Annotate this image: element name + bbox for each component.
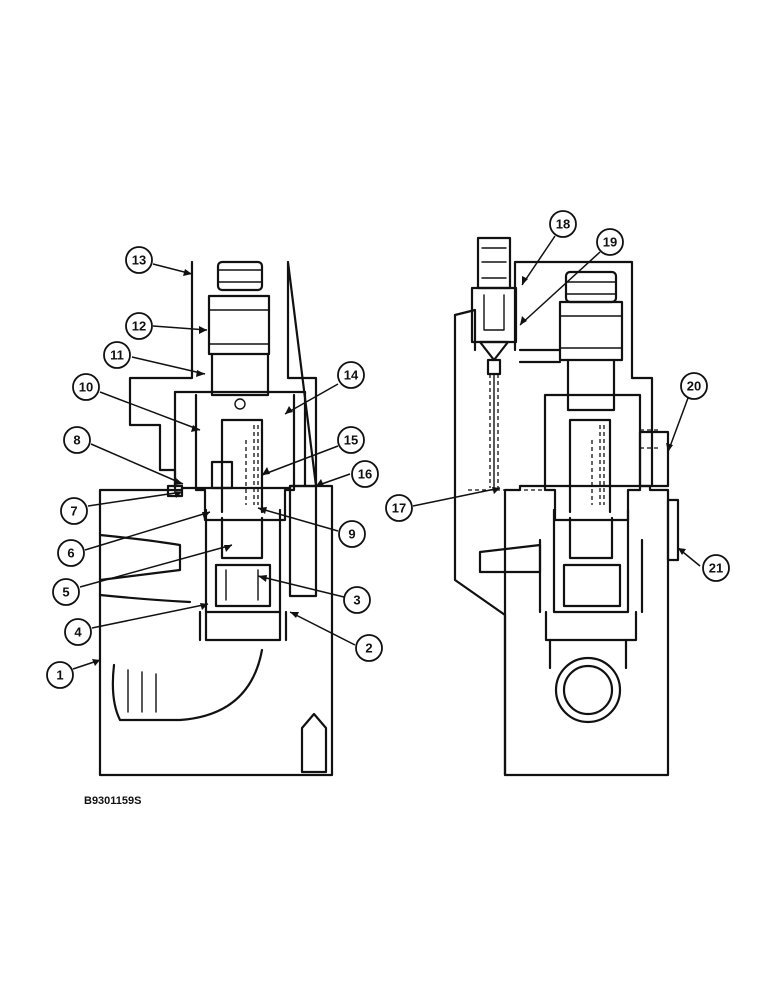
left-upper-housing bbox=[128, 260, 318, 490]
callout-18: 18 bbox=[549, 210, 577, 238]
svg-text:11: 11 bbox=[110, 348, 124, 363]
svg-text:13: 13 bbox=[132, 253, 146, 268]
svg-text:20: 20 bbox=[687, 379, 701, 394]
figure-code-label: B9301159S bbox=[84, 795, 142, 807]
callout-16: 16 bbox=[351, 460, 379, 488]
svg-text:8: 8 bbox=[73, 433, 80, 448]
svg-text:16: 16 bbox=[358, 467, 372, 482]
callouts: 1 2 3 4 5 6 7 8 9 10 11 12 13 14 15 16 1… bbox=[46, 210, 730, 689]
callout-15: 15 bbox=[337, 426, 365, 454]
callout-19: 19 bbox=[596, 228, 624, 256]
svg-text:9: 9 bbox=[348, 527, 355, 542]
callout-11: 11 bbox=[103, 341, 131, 369]
callout-5: 5 bbox=[52, 578, 80, 606]
svg-text:17: 17 bbox=[392, 501, 406, 516]
callout-12: 12 bbox=[125, 312, 153, 340]
callout-6: 6 bbox=[57, 539, 85, 567]
svg-text:2: 2 bbox=[365, 641, 372, 656]
svg-text:21: 21 bbox=[709, 561, 723, 576]
callout-17: 17 bbox=[385, 494, 413, 522]
svg-text:18: 18 bbox=[556, 217, 570, 232]
callout-21: 21 bbox=[702, 554, 730, 582]
callout-2: 2 bbox=[355, 634, 383, 662]
callout-14: 14 bbox=[337, 361, 365, 389]
svg-text:15: 15 bbox=[344, 433, 358, 448]
callout-4: 4 bbox=[64, 618, 92, 646]
svg-text:6: 6 bbox=[67, 546, 74, 561]
svg-text:1: 1 bbox=[56, 668, 63, 683]
svg-text:12: 12 bbox=[132, 319, 146, 334]
left-valve-body bbox=[98, 484, 334, 777]
callout-10: 10 bbox=[72, 373, 100, 401]
callout-7: 7 bbox=[60, 497, 88, 525]
callout-8: 8 bbox=[63, 426, 91, 454]
svg-text:14: 14 bbox=[344, 368, 359, 383]
left-valve-section bbox=[98, 260, 334, 777]
callout-3: 3 bbox=[343, 586, 371, 614]
svg-text:10: 10 bbox=[79, 380, 93, 395]
callout-13: 13 bbox=[125, 246, 153, 274]
svg-text:7: 7 bbox=[70, 504, 77, 519]
svg-text:5: 5 bbox=[62, 585, 69, 600]
svg-text:19: 19 bbox=[603, 235, 617, 250]
right-valve-section bbox=[453, 236, 680, 777]
callout-9: 9 bbox=[338, 520, 366, 548]
callout-20: 20 bbox=[680, 372, 708, 400]
svg-text:4: 4 bbox=[74, 625, 82, 640]
callout-1: 1 bbox=[46, 661, 74, 689]
right-valve-body bbox=[503, 484, 670, 777]
svg-text:3: 3 bbox=[353, 593, 360, 608]
